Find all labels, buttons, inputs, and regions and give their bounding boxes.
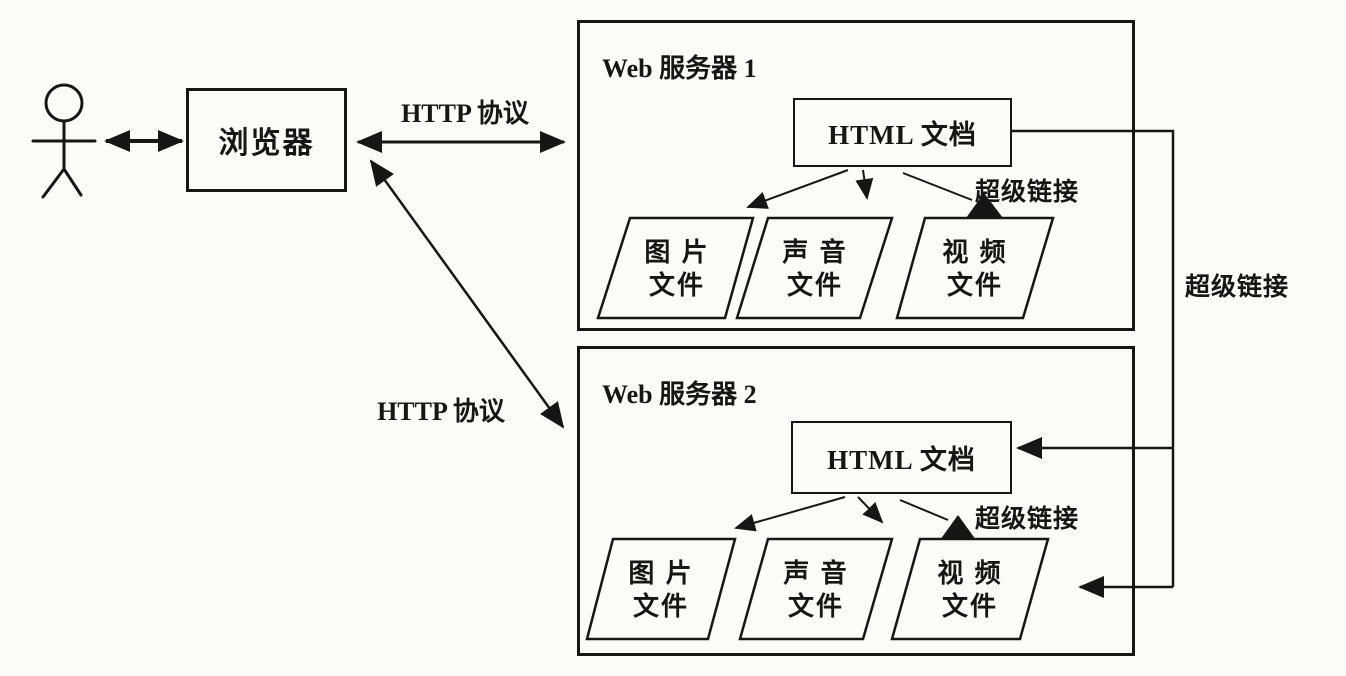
server1-image-file-label: 图 片 文件 [644,237,710,300]
server2-doc-to-files-arrows [734,496,976,540]
web-server-2-box [577,346,1135,656]
server2-video-file-label: 视 频 文件 [937,558,1003,621]
user-stick-figure-icon [31,83,97,199]
server1-video-file-shape [895,216,1055,320]
server1-hyperlink-label: 超级链接 [975,178,1080,206]
http-protocol-label-top: HTTP 协议 [401,99,529,128]
web-server-1-box [577,20,1135,331]
browser-label: 浏览器 [218,127,315,160]
server2-html-document-box: HTML 文档 [791,421,1012,494]
server1-audio-file-label: 声 音 文件 [782,237,848,300]
http-protocol-label-diagonal: HTTP 协议 [377,397,505,426]
hyperlink-connector [1012,129,1175,598]
server2-audio-file-label: 声 音 文件 [783,558,849,621]
server2-hyperlink-label: 超级链接 [975,505,1080,533]
server1-file-shapes [596,216,1055,320]
right-hyperlink-label: 超级链接 [1185,273,1290,301]
server2-audio-file-shape [738,537,894,641]
browser-server2-http-arrow [369,159,565,429]
server1-video-file-label: 视 频 文件 [942,237,1008,300]
server2-video-file-shape [890,537,1050,641]
server1-html-document-label: HTML 文档 [828,120,977,150]
server2-html-document-label: HTML 文档 [827,445,976,475]
server2-title: Web 服务器 2 [602,380,757,409]
server1-audio-file-shape [735,216,894,320]
server1-html-document-box: HTML 文档 [793,98,1012,167]
server1-doc-to-files-arrows [746,169,1003,218]
browser-box: 浏览器 [186,88,347,192]
server1-image-file-shape [596,216,755,320]
server2-image-file-label: 图 片 文件 [628,558,694,621]
server1-title: Web 服务器 1 [602,54,757,83]
server2-image-file-shape [585,537,737,641]
server2-file-shapes [585,537,1050,641]
